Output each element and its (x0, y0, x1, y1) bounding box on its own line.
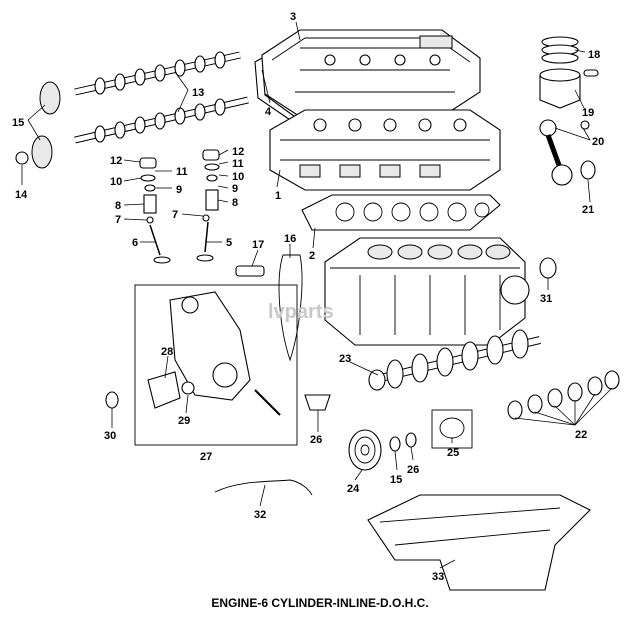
callout-14: 14 (15, 189, 28, 201)
cylinder-head-part (269, 109, 501, 191)
callout-9b: 9 (232, 183, 238, 195)
seal-30-part (105, 391, 119, 409)
crank-pulley-part (348, 429, 382, 471)
callout-16: 16 (284, 233, 296, 245)
piston-part (539, 68, 599, 109)
timing-cover-part (147, 291, 281, 416)
callout-5: 5 (226, 237, 232, 249)
oil-pickup-part (214, 479, 313, 496)
callout-2: 2 (309, 250, 315, 262)
callout-labels: 3 4 18 19 13 15 20 12 11 10 9 8 7 6 14 1… (12, 11, 604, 583)
watermark: lvparts (268, 301, 334, 323)
callout-20: 20 (592, 136, 604, 148)
piston-rings-part (541, 36, 579, 64)
callout-7b: 7 (172, 209, 178, 221)
callout-33: 33 (432, 571, 444, 583)
diagram-caption: ENGINE-6 CYLINDER-INLINE-D.O.H.C. (211, 596, 429, 610)
valve-train-right (196, 149, 220, 262)
callout-3: 3 (290, 11, 296, 23)
callout-28: 28 (161, 346, 173, 358)
callout-17: 17 (252, 239, 264, 251)
callout-29: 29 (178, 415, 190, 427)
callout-13: 13 (192, 87, 204, 99)
callout-26b: 26 (407, 464, 419, 476)
callout-18: 18 (588, 49, 600, 61)
callout-8b: 8 (232, 197, 238, 209)
timing-cover-group (134, 284, 298, 446)
callout-4: 4 (265, 106, 272, 118)
callout-21: 21 (582, 204, 594, 216)
callout-30: 30 (104, 430, 116, 442)
camshaft-upper (39, 51, 241, 115)
rod-bearing-part (580, 160, 596, 180)
callout-32: 32 (254, 509, 266, 521)
leader-lines (21, 21, 613, 569)
crankshaft-part (368, 329, 541, 391)
camshaft-lower (31, 96, 249, 169)
main-bearings-part (507, 370, 620, 420)
head-gasket-part (301, 194, 501, 231)
callout-9: 9 (176, 184, 182, 196)
engine-block-part (324, 237, 530, 346)
callout-7: 7 (115, 214, 121, 226)
washer-15-part (389, 436, 401, 452)
callout-6: 6 (132, 237, 138, 249)
sensor-part (235, 265, 265, 277)
callout-24: 24 (347, 483, 360, 495)
connecting-rod-part (539, 119, 590, 186)
callout-26: 26 (310, 434, 322, 446)
callout-8: 8 (115, 200, 121, 212)
gasket-set-group (431, 409, 473, 449)
valve-cover-part (261, 29, 481, 119)
callout-1: 1 (275, 190, 281, 202)
oil-pan-part (367, 494, 591, 591)
callout-12: 12 (110, 155, 122, 167)
callout-15: 15 (12, 117, 24, 129)
callout-11: 11 (176, 166, 188, 178)
callout-11b: 11 (232, 158, 244, 170)
callout-15b: 15 (390, 474, 402, 486)
cam-seal-part (15, 151, 29, 165)
callout-19: 19 (582, 107, 594, 119)
callout-27: 27 (200, 451, 212, 463)
sprocket-26-part (304, 394, 331, 411)
callout-22: 22 (575, 429, 587, 441)
callout-23: 23 (339, 353, 351, 365)
callout-25: 25 (447, 447, 459, 459)
valve-train-left (139, 157, 171, 264)
rear-main-seal-part (539, 257, 557, 279)
callout-31: 31 (540, 293, 552, 305)
seal-26-part (405, 432, 417, 448)
callout-10b: 10 (232, 171, 244, 183)
callout-12b: 12 (232, 146, 244, 158)
callout-10: 10 (110, 176, 122, 188)
